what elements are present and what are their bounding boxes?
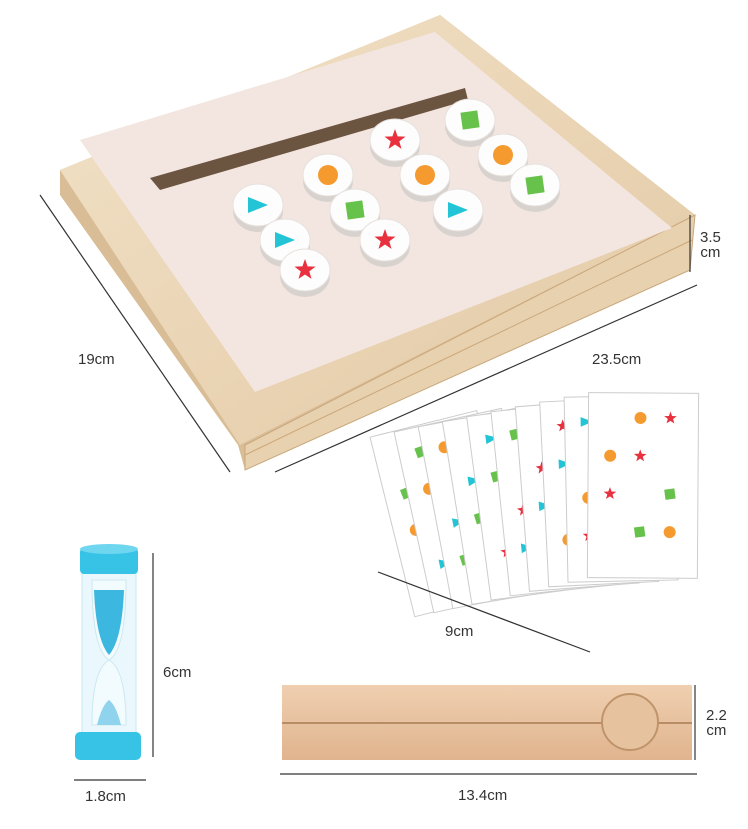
card-width-label: 9cm [445,623,474,640]
puzzle-piece[interactable] [232,183,284,232]
square-icon [345,200,365,220]
circle-icon [663,526,676,539]
stand-height-value: 2.2 [706,707,727,724]
card-stand [282,685,692,760]
star-icon [374,229,396,249]
triangle-icon [248,197,268,213]
board-depth-label: 19cm [78,351,115,368]
triangle-icon [275,232,295,248]
slider-slot [150,88,468,190]
square-icon [633,526,646,538]
square-icon [525,175,545,195]
puzzle-piece[interactable] [432,188,484,237]
triangle-icon [580,417,593,427]
puzzle-piece[interactable] [302,153,354,202]
circle-icon [318,165,338,185]
circle-icon [604,449,617,462]
circle-icon [634,411,647,424]
star-icon [384,129,406,149]
square-icon [664,488,676,500]
board-height-label: 3.5 cm [700,230,721,260]
stand-height-unit: cm [706,722,727,739]
pattern-cards [369,392,700,618]
star-icon [603,487,617,500]
board-height-unit: cm [700,244,721,261]
puzzle-piece[interactable] [369,118,421,167]
star-icon [294,259,316,279]
timer-height-label: 6cm [163,664,192,681]
puzzle-piece[interactable] [399,153,451,202]
star-icon [633,449,647,462]
board-height-value: 3.5 [700,229,721,246]
board-width-label: 23.5cm [592,351,642,368]
dimension-lines [39,194,698,781]
puzzle-board [60,15,696,471]
triangle-icon [558,459,571,469]
stand-height-label: 2.2 cm [706,708,727,738]
star-icon [664,411,677,424]
sand-timer [75,544,141,760]
stand-length-label: 13.4cm [458,787,508,804]
puzzle-piece[interactable] [359,218,411,267]
circle-icon [415,165,435,185]
triangle-icon [448,202,468,218]
puzzle-piece[interactable] [509,163,561,212]
square-icon [460,110,480,130]
puzzle-piece[interactable] [444,98,496,147]
circle-icon [493,145,513,165]
pattern-card [586,392,700,579]
puzzle-piece[interactable] [279,248,331,297]
timer-diameter-label: 1.8cm [85,788,126,805]
